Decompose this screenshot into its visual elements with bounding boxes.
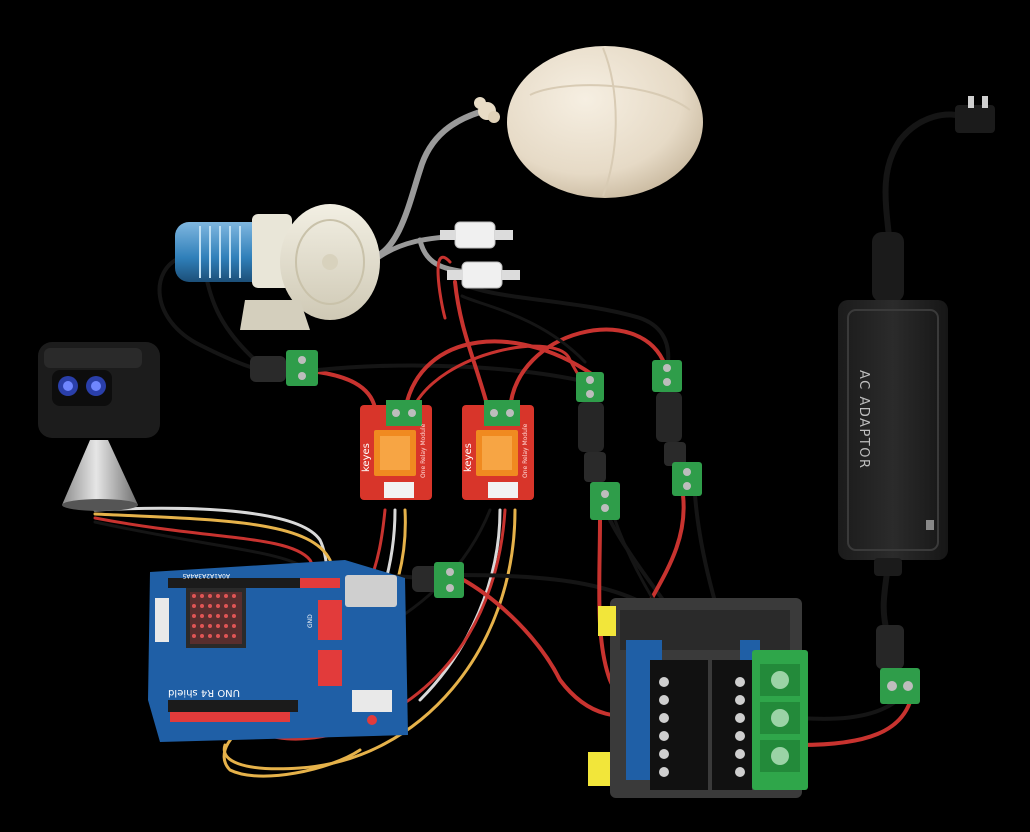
relay-module-2: keyes One Relay Module bbox=[462, 400, 534, 500]
dc-jack-pump bbox=[250, 350, 318, 386]
solenoid-valve bbox=[440, 222, 513, 248]
relay-module-1: keyes One Relay Module bbox=[360, 400, 432, 500]
air-pump-motor bbox=[175, 204, 380, 330]
dc-jack-adaptor bbox=[876, 625, 920, 704]
relay-module-text: One Relay Module bbox=[522, 423, 529, 478]
white-wire bbox=[420, 510, 500, 700]
black-wire bbox=[886, 114, 965, 245]
black-wire bbox=[800, 702, 895, 719]
shield-label: UNO R4 shield bbox=[168, 687, 240, 698]
balloon bbox=[474, 46, 703, 198]
ac-plug bbox=[955, 96, 995, 133]
ac-adaptor: AC ADAPTOR bbox=[838, 232, 948, 576]
power-distribution-terminal-block bbox=[588, 598, 808, 798]
black-wire bbox=[462, 296, 585, 362]
dc-jack-arduino bbox=[412, 562, 464, 598]
relay-brand: keyes bbox=[463, 443, 474, 472]
shield-pin-label: A0A1A2A3A4A5 bbox=[182, 572, 230, 579]
shield-io-label: GND bbox=[307, 614, 314, 628]
dc-jack-right-pair bbox=[652, 360, 702, 496]
relay-module-text: One Relay Module bbox=[420, 423, 427, 478]
dc-jack-left-pair bbox=[576, 372, 620, 520]
red-wire bbox=[318, 372, 375, 408]
ac-adaptor-label: AC ADAPTOR bbox=[856, 370, 871, 470]
red-wire bbox=[405, 341, 600, 410]
relay-brand: keyes bbox=[361, 443, 372, 472]
solenoid-valve bbox=[447, 262, 520, 288]
arduino-shield: UNO R4 shield A0A1A2A3A4A5 GND bbox=[148, 560, 408, 742]
webcam-sensor bbox=[38, 342, 160, 511]
red-wire bbox=[800, 702, 910, 745]
